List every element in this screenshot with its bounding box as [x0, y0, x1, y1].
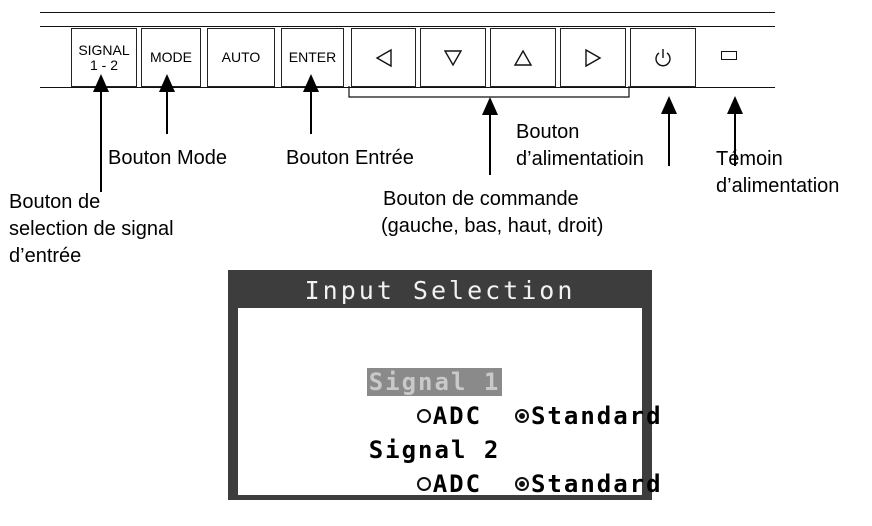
- osd-signal2-row[interactable]: Signal 2: [270, 408, 500, 492]
- osd-signal2-options: ADC Standard: [318, 442, 663, 526]
- radio-off-icon[interactable]: [416, 477, 431, 491]
- osd-option-standard-1[interactable]: Standard: [530, 402, 663, 430]
- enter-button-label: ENTER: [288, 49, 337, 65]
- panel-top-line: [40, 12, 775, 13]
- mode-button[interactable]: MODE: [141, 28, 201, 87]
- label-control-line1: Bouton de commande: [383, 188, 579, 210]
- arrow-signal: [93, 74, 109, 192]
- label-signal-line3: d’entrée: [9, 245, 82, 267]
- osd-signal2-label: Signal 2: [368, 436, 501, 464]
- auto-button-label: AUTO: [221, 49, 261, 65]
- label-indicator-line1: Témoin: [716, 148, 783, 170]
- triangle-up-icon: [513, 49, 533, 66]
- osd-option-adc-1[interactable]: ADC: [432, 402, 483, 430]
- up-button[interactable]: [490, 28, 556, 87]
- radio-off-icon[interactable]: [416, 409, 431, 423]
- power-button[interactable]: [630, 28, 696, 87]
- osd-title: Input Selection: [304, 276, 576, 305]
- signal-button[interactable]: SIGNAL 1 - 2: [71, 28, 137, 87]
- enter-button[interactable]: ENTER: [281, 28, 344, 87]
- power-icon: [655, 48, 671, 66]
- label-mode: Bouton Mode: [108, 147, 227, 169]
- label-signal-line2: selection de signal: [9, 218, 174, 240]
- triangle-down-icon: [443, 49, 463, 66]
- power-indicator-icon: [721, 51, 737, 60]
- signal-button-label-line2: 1 - 2: [89, 56, 118, 73]
- osd-window: Input Selection Signal 1 ADC Standard Si…: [228, 270, 661, 500]
- mode-button-label: MODE: [150, 49, 192, 65]
- osd-signal1-label: Signal 1: [366, 368, 503, 396]
- arrow-enter: [303, 74, 319, 134]
- radio-on-icon[interactable]: [514, 409, 529, 423]
- osd-signal1-row[interactable]: Signal 1: [268, 340, 503, 424]
- left-button[interactable]: [351, 28, 416, 87]
- panel-upper-line: [40, 26, 775, 27]
- label-enter: Bouton Entrée: [286, 147, 414, 169]
- label-indicator-line2: d’alimentation: [716, 175, 840, 197]
- arrow-control: [482, 97, 498, 175]
- radio-on-icon[interactable]: [514, 477, 529, 491]
- triangle-right-icon: [585, 48, 602, 67]
- arrow-indicator: [727, 96, 743, 166]
- triangle-left-icon: [375, 48, 392, 67]
- arrow-mode: [159, 74, 175, 134]
- control-bracket: [348, 86, 630, 98]
- right-button[interactable]: [560, 28, 626, 87]
- label-power-line1: Bouton: [516, 121, 580, 143]
- down-button[interactable]: [420, 28, 486, 87]
- label-signal-line1: Bouton de: [9, 191, 101, 213]
- auto-button[interactable]: AUTO: [207, 28, 275, 87]
- osd-panel: Signal 1 ADC Standard Signal 2 ADC Stand…: [238, 308, 661, 498]
- signal-button-label-line1: SIGNAL: [78, 41, 130, 58]
- osd-option-standard-2[interactable]: Standard: [530, 470, 663, 498]
- label-control-line2: (gauche, bas, haut, droit): [381, 215, 604, 237]
- osd-option-adc-2[interactable]: ADC: [432, 470, 483, 498]
- arrow-power: [661, 96, 677, 166]
- osd-signal1-options: ADC Standard: [318, 374, 663, 458]
- panel-lower-line: [40, 87, 775, 88]
- label-power-line2: d’alimentatioin: [516, 148, 644, 170]
